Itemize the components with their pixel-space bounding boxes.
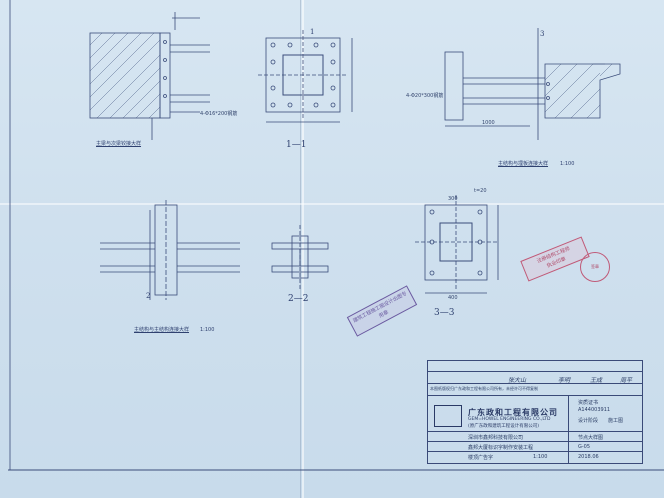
title-block-row [428,441,642,442]
stage-label: 设计阶段 [578,418,599,424]
copyright-notice: 本图纸版权归广东政和工程有限公司所有，未经许可不得复制 [430,386,538,391]
marker-3: 3 [540,30,545,38]
client-name: 深圳市鑫邦科技有限公司 [468,435,524,441]
signature-check: 李明 [558,377,571,384]
drawing-title: 节点大样图 [578,435,604,441]
paper-fold-horizontal [0,203,664,205]
marker-1: 1 [310,28,315,36]
project-part: 楼顶广告字 [468,455,494,461]
detail-section-1-plan [258,30,353,123]
section-label-1: 1—1 [286,140,307,150]
detail-2-embedded-plate [444,28,621,140]
section-label-2: 2—2 [288,294,309,304]
title-block-divider [568,395,569,463]
title-block: 张大山 李明 王成 周平 本图纸版权归广东政和工程有限公司所有，未经许可不得复制… [427,360,643,464]
title-block-row [428,431,642,432]
title-block-row [428,395,642,396]
company-name: 广东政和工程有限公司 [468,408,558,417]
signature-design: 张大山 [508,377,527,384]
round-seal: 签章 [580,252,610,282]
dimension-weld: 4-Φ16*200钢筋 [200,111,238,117]
detail-1-wall-connection [89,12,210,140]
section-label-3: 3—3 [434,308,455,318]
company-name-en: GEM=HOWEL ENGINEERING CO.,LTD [468,417,551,422]
detail-3-scale: 1:100 [200,327,215,333]
round-seal-text: 签章 [591,264,599,269]
design-stage: 施工图 [608,418,624,424]
detail-2-scale: 1:100 [560,161,575,167]
drawing-scale: 1:100 [533,454,548,460]
dimension-bolt: 4-Φ20*300钢筋 [406,93,444,99]
detail-3-beam-column [100,200,240,300]
company-logo [434,405,462,427]
cert-label: 资质证书 [578,400,599,406]
signature-review: 王成 [590,377,603,384]
sheet-number: G-05 [578,444,591,450]
title-block-row [428,371,642,372]
dimension-400: 400 [448,295,458,301]
dimension-300: 300 [448,196,458,202]
drawing-date: 2018.06 [578,454,599,460]
detail-section-2 [271,225,329,290]
title-block-row [428,451,642,452]
marker-2: 2 [146,292,151,300]
cert-number: A144003911 [578,407,611,413]
signature-approve: 周平 [620,377,633,384]
detail-2-caption: 主结构与埋板连接大样 [498,161,549,167]
detail-1-caption: 主梁与次梁铰接大样 [96,141,142,147]
title-block-row [428,383,642,384]
project-name: 鑫邦大厦标识字制作安装工程 [468,445,534,451]
company-former-name: (原广东政和建筑工程设计有限公司) [468,424,540,429]
dimension-plate: t=20 [474,188,487,194]
detail-3-caption: 主结构与主结构连接大样 [134,327,190,333]
dimension-1000: 1000 [482,120,495,126]
detail-section-3-plan [415,195,499,294]
